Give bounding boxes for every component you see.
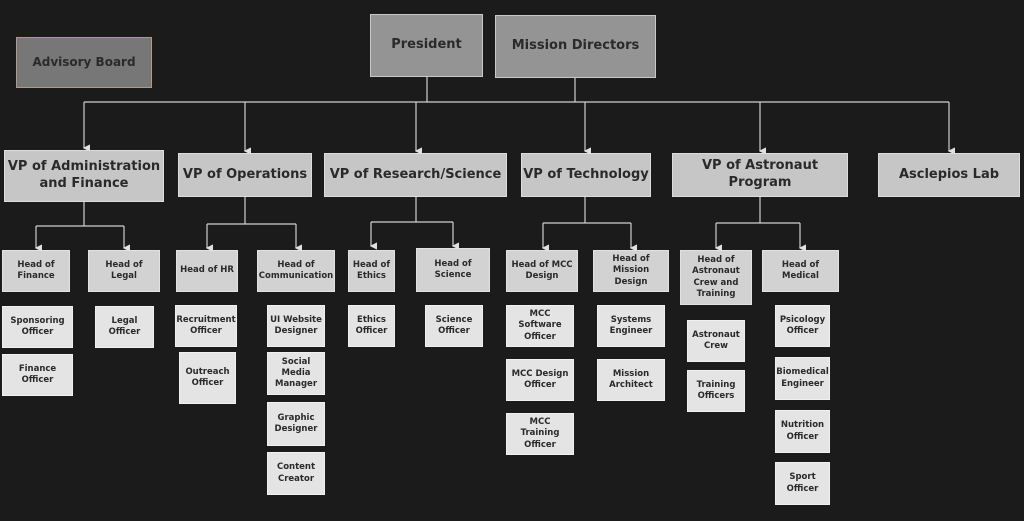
node-label: MCC Training Officer (520, 417, 560, 450)
node-label: President (391, 37, 462, 53)
head-node[interactable]: Head of MCC Design (506, 250, 578, 292)
node-label: Head of Science (434, 258, 472, 280)
head-node[interactable]: Head of Ethics (348, 250, 395, 292)
node-label: Systems Engineer (609, 314, 653, 336)
officer-node[interactable]: Science Officer (425, 305, 483, 347)
node-label: VP of Operations (182, 166, 308, 182)
officer-node[interactable]: Astronaut Crew (687, 320, 745, 362)
node-label: Nutrition Officer (780, 420, 825, 442)
officer-node[interactable]: Biomedical Engineer (775, 357, 830, 400)
node-label: MCC Software Officer (518, 309, 562, 342)
officer-node[interactable]: Social Media Manager (267, 352, 325, 395)
vp-node[interactable]: VP of Administration and Finance (4, 150, 164, 202)
head-node[interactable]: Head of Medical (762, 250, 839, 292)
officer-node[interactable]: Sport Officer (775, 462, 830, 505)
officer-node[interactable]: Training Officers (687, 370, 745, 412)
head-node[interactable]: Head of Legal (88, 250, 160, 292)
mission-directors-node[interactable]: Mission Directors (495, 15, 656, 78)
officer-node[interactable]: Content Creator (267, 452, 325, 495)
node-label: Training Officers (696, 379, 736, 401)
node-label: Legal Officer (108, 315, 141, 337)
node-label: Head of Astronaut Crew and Training (692, 255, 740, 299)
node-label: Mission Directors (511, 38, 640, 54)
officer-node[interactable]: Outreach Officer (179, 352, 236, 404)
vp-node[interactable]: VP of Operations (178, 153, 312, 197)
lab-node[interactable]: Asclepios Lab (878, 153, 1020, 197)
node-label: Head of Communication (258, 259, 334, 281)
node-label: Recruitment Officer (176, 314, 236, 336)
node-label: Head of Medical (781, 259, 820, 281)
node-label: Psicology Officer (779, 314, 826, 336)
officer-node[interactable]: UI Website Designer (267, 305, 325, 347)
node-label: Asclepios Lab (898, 166, 1000, 182)
node-label: Sponsoring Officer (10, 315, 65, 337)
node-label: Head of Legal (105, 259, 143, 281)
officer-node[interactable]: Psicology Officer (775, 305, 830, 347)
node-label: VP of Technology (523, 166, 649, 182)
president-node[interactable]: President (370, 14, 483, 77)
node-label: Ethics Officer (355, 314, 388, 336)
node-label: Astronaut Crew (692, 329, 740, 351)
node-label: Advisory Board (32, 54, 136, 69)
vp-node[interactable]: VP of Astronaut Program (672, 153, 848, 197)
head-node[interactable]: Head of Communication (257, 250, 335, 292)
node-label: Content Creator (276, 462, 316, 484)
officer-node[interactable]: Graphic Designer (267, 402, 325, 446)
officer-node[interactable]: Sponsoring Officer (2, 306, 73, 348)
officer-node[interactable]: Recruitment Officer (175, 305, 237, 347)
vp-node[interactable]: VP of Research/Science (324, 153, 507, 197)
node-label: Sport Officer (786, 472, 819, 494)
officer-node[interactable]: Finance Officer (2, 354, 73, 396)
officer-node[interactable]: Legal Officer (95, 306, 154, 348)
node-label: Outreach Officer (185, 366, 230, 388)
node-label: MCC Design Officer (511, 368, 569, 390)
officer-node[interactable]: Mission Architect (597, 359, 665, 401)
node-label: Biomedical Engineer (776, 367, 829, 389)
head-node[interactable]: Head of Science (416, 248, 490, 292)
officer-node[interactable]: MCC Training Officer (506, 413, 574, 455)
head-node[interactable]: Head of Finance (2, 250, 70, 292)
head-node[interactable]: Head of HR (176, 250, 238, 292)
officer-node[interactable]: MCC Software Officer (506, 305, 574, 347)
officer-node[interactable]: Ethics Officer (348, 305, 395, 347)
node-label: Finance Officer (18, 363, 57, 385)
vp-node[interactable]: VP of Technology (521, 153, 651, 197)
node-label: Graphic Designer (274, 412, 318, 434)
node-label: UI Website Designer (270, 314, 322, 336)
node-label: VP of Administration and Finance (7, 159, 161, 191)
node-label: Head of MCC Design (511, 259, 573, 281)
head-node[interactable]: Head of Mission Design (593, 250, 669, 292)
node-label: Science Officer (435, 314, 473, 336)
node-label: VP of Astronaut Program (701, 158, 819, 190)
node-label: Head of Mission Design (612, 254, 650, 287)
node-label: Mission Architect (609, 368, 653, 390)
node-label: Head of Ethics (352, 259, 391, 281)
advisory-board-node[interactable]: Advisory Board (16, 37, 152, 88)
officer-node[interactable]: Systems Engineer (597, 305, 665, 347)
officer-node[interactable]: Nutrition Officer (775, 410, 830, 453)
node-label: Head of Finance (17, 259, 55, 281)
node-label: Head of HR (180, 265, 234, 276)
node-label: VP of Research/Science (329, 166, 502, 182)
head-node[interactable]: Head of Astronaut Crew and Training (680, 250, 752, 305)
node-label: Social Media Manager (274, 356, 318, 390)
officer-node[interactable]: MCC Design Officer (506, 359, 574, 401)
